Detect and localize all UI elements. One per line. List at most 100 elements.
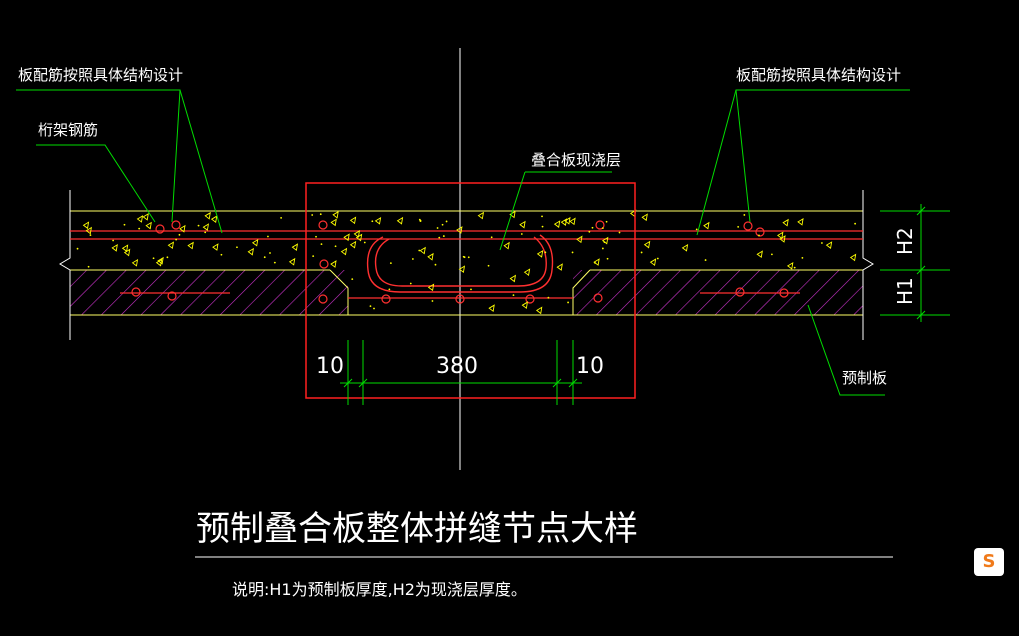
aggregate-mark bbox=[197, 224, 200, 227]
aggregate-mark bbox=[312, 255, 315, 258]
aggregate-mark bbox=[758, 234, 760, 237]
side-dimension bbox=[880, 204, 950, 322]
aggregate-mark bbox=[175, 238, 178, 241]
aggregate-mark bbox=[560, 218, 568, 226]
aggregate-mark bbox=[603, 241, 606, 244]
bottom-dimension bbox=[340, 340, 582, 405]
aggregate-mark bbox=[656, 257, 659, 260]
aggregate-mark bbox=[178, 233, 181, 236]
drawing-note: 说明:H1为预制板厚度,H2为现浇层厚度。 bbox=[232, 580, 527, 599]
aggregate-mark bbox=[441, 223, 444, 226]
aggregate-mark bbox=[409, 282, 412, 285]
rebar-note-left: 板配筋按照具体结构设计 bbox=[18, 66, 183, 84]
aggregate-mark bbox=[179, 224, 186, 233]
detail-box bbox=[305, 182, 636, 399]
aggregate-mark bbox=[503, 241, 510, 250]
aggregate-mark bbox=[681, 243, 689, 252]
aggregate-mark bbox=[821, 242, 823, 244]
aggregate-mark bbox=[704, 259, 707, 261]
aggregate-mark bbox=[349, 216, 357, 225]
aggregate-mark bbox=[797, 217, 804, 226]
aggregate-mark bbox=[438, 236, 441, 239]
aggregate-mark bbox=[541, 225, 544, 228]
leader-lines bbox=[16, 89, 910, 396]
aggregate-mark bbox=[288, 257, 296, 266]
aggregate-mark bbox=[166, 256, 169, 259]
aggregate-mark bbox=[770, 253, 773, 256]
rebar-dots bbox=[131, 220, 789, 304]
aggregate-mark bbox=[247, 247, 254, 256]
h1-label: H1 bbox=[893, 277, 917, 305]
break-lines bbox=[59, 190, 874, 340]
aggregate-mark bbox=[544, 251, 547, 254]
aggregate-mark bbox=[640, 251, 643, 254]
aggregate-mark bbox=[643, 240, 651, 249]
aggregate-mark bbox=[601, 227, 604, 230]
aggregate-mark bbox=[782, 218, 789, 227]
aggregate-mark bbox=[131, 258, 139, 267]
aggregate-mark bbox=[204, 231, 207, 234]
aggregate-mark bbox=[157, 256, 164, 265]
aggregate-mark bbox=[142, 212, 149, 221]
aggregate-mark bbox=[212, 243, 219, 251]
aggregate-mark bbox=[388, 288, 391, 291]
aggregate-mark bbox=[353, 230, 361, 238]
aggregate-mark bbox=[210, 215, 218, 223]
aggregate-mark bbox=[547, 296, 550, 299]
aggregate-mark bbox=[273, 261, 276, 264]
aggregate-mark bbox=[849, 253, 857, 262]
aggregate-mark bbox=[202, 223, 209, 231]
aggregate-mark bbox=[269, 252, 271, 254]
aggregate-mark bbox=[541, 215, 543, 218]
aggregate-mark bbox=[374, 216, 382, 225]
h2-label: H2 bbox=[893, 227, 917, 255]
aggregate-mark bbox=[85, 226, 92, 235]
aggregate-mark bbox=[567, 301, 569, 304]
logo-glyph: S bbox=[982, 551, 996, 572]
aggregate-mark bbox=[477, 211, 485, 220]
aggregate-mark bbox=[641, 213, 648, 222]
aggregate-mark bbox=[332, 210, 339, 219]
aggregate-mark bbox=[470, 288, 472, 291]
aggregate-mark bbox=[76, 247, 79, 250]
aggregate-mark bbox=[606, 257, 609, 260]
aggregate-mark bbox=[576, 235, 583, 244]
aggregate-mark bbox=[854, 222, 857, 225]
aggregate-mark bbox=[89, 234, 92, 237]
dim-right-text: 10 bbox=[576, 354, 604, 379]
aggregate-mark bbox=[236, 246, 238, 249]
aggregate-mark bbox=[280, 216, 283, 219]
aggregate-mark bbox=[535, 306, 543, 315]
aggregate-mark bbox=[605, 220, 608, 223]
app-logo-icon[interactable]: S bbox=[974, 548, 1004, 576]
aggregate-mark bbox=[349, 240, 357, 249]
aggregate-mark bbox=[801, 256, 804, 259]
dim-mid-text: 380 bbox=[436, 354, 478, 379]
rebar-note-right: 板配筋按照具体结构设计 bbox=[736, 66, 901, 84]
aggregate-mark bbox=[649, 258, 657, 266]
aggregate-mark bbox=[588, 230, 591, 233]
aggregate-mark bbox=[121, 244, 129, 253]
aggregate-mark bbox=[123, 223, 126, 226]
aggregate-mark bbox=[371, 220, 374, 223]
joint-u-bars bbox=[366, 234, 554, 293]
aggregate-mark bbox=[591, 226, 594, 229]
aggregate-mark bbox=[334, 245, 337, 248]
drawing-title: 预制叠合板整体拼缝节点大样 bbox=[196, 509, 638, 549]
aggregate-mark bbox=[521, 301, 529, 309]
aggregate-mark bbox=[291, 243, 299, 251]
cast-layer-label: 叠合板现浇层 bbox=[531, 151, 621, 169]
aggregate-mark bbox=[204, 211, 211, 220]
aggregate-mark bbox=[456, 226, 463, 234]
aggregate-mark bbox=[519, 220, 526, 229]
aggregate-mark bbox=[523, 268, 531, 277]
aggregate-mark bbox=[556, 263, 563, 271]
aggregate-mark bbox=[87, 265, 90, 268]
aggregate-mark bbox=[509, 274, 517, 283]
aggregate-mark bbox=[777, 231, 784, 240]
aggregate-mark bbox=[512, 294, 515, 297]
aggregate-mark bbox=[111, 243, 118, 252]
aggregate-mark bbox=[467, 256, 470, 259]
slab-outline bbox=[70, 210, 863, 316]
